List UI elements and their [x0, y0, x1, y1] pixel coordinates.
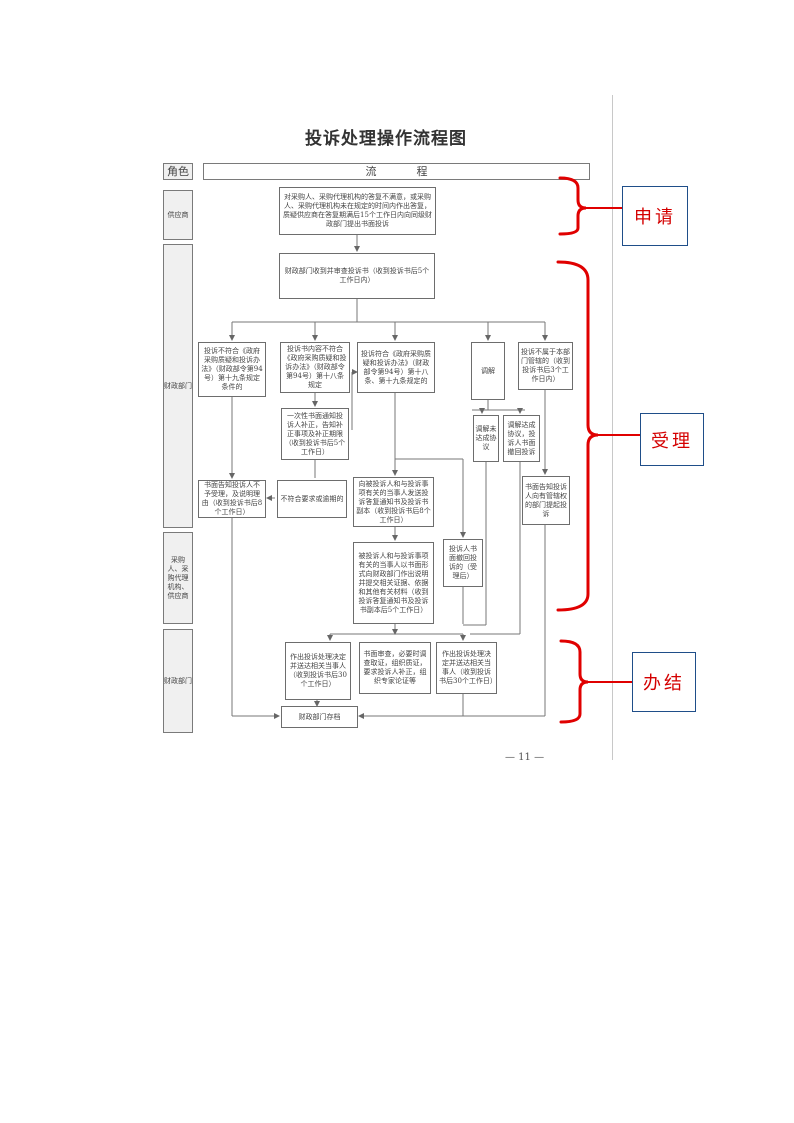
step-branch-qualified: 投诉符合《政府采购质疑和投诉办法》（财政部令第94号）第十八条、第十九条规定的 [357, 342, 435, 393]
step-branch-not-qualified: 投诉不符合《政府采购质疑和投诉办法》（财政部令第94号）第十九条规定条件的 [198, 342, 266, 397]
step-review: 书面审查，必要时调查取证，组织质证，要求投诉人补正，组织专家论证等 [359, 642, 431, 694]
step-overdue: 不符合要求或逾期的 [277, 480, 347, 518]
stage-accept: 受理 [640, 413, 704, 466]
process-header: 流程 [203, 163, 590, 180]
step-transfer-notice: 书面告知投诉人向有管辖权的部门提起投诉 [522, 476, 570, 525]
diagram-title: 投诉处理操作流程图 [305, 129, 467, 149]
step-mediate: 调解 [471, 342, 505, 400]
role-supplier: 供应商 [163, 190, 193, 240]
page-edge-divider [612, 95, 613, 760]
step-apply: 对采购人、采购代理机构的答复不满意，或采购人、采购代理机构未在规定的时间内作出答… [279, 187, 436, 235]
step-archive: 财政部门存档 [281, 706, 358, 728]
step-branch-not-jurisdiction: 投诉不属于本部门管辖的（收到投诉书后3个工作日内） [518, 342, 573, 390]
step-branch-content-invalid: 投诉书内容不符合《政府采购质疑和投诉办法》（财政部令第94号）第十八条规定 [280, 342, 350, 393]
step-respondent-reply: 被投诉人和与投诉事项有关的当事人以书面形式向财政部门作出说明并提交相关证据、依据… [353, 542, 434, 624]
role-header: 角色 [163, 163, 193, 180]
step-send-copy: 向被投诉人和与投诉事项有关的当事人发送投诉答复通知书及投诉书副本（收到投诉书后8… [353, 477, 434, 527]
role-involved-parties: 采购人、采购代理机构、供应商 [163, 532, 193, 624]
page-number: — 11 — [505, 752, 545, 763]
step-receive: 财政部门收到并审查投诉书（收到投诉书后5个工作日内） [279, 253, 435, 299]
stage-conclude: 办结 [632, 652, 696, 712]
role-finance-end: 财政部门 [163, 629, 193, 733]
step-notify-supplement: 一次性书面通知投诉人补正，告知补正事项及补正期限（收到投诉书后5个工作日） [281, 408, 349, 460]
step-mediate-success: 调解达成协议，投诉人书面撤回投诉 [503, 415, 540, 462]
role-finance: 财政部门 [163, 244, 193, 528]
stage-connectors [586, 207, 640, 683]
step-reject-notice: 书面告知投诉人不予受理，及说明理由（收到投诉书后8个工作日） [198, 480, 266, 518]
step-decision-2: 作出投诉处理决定并送达相关当事人（收到投诉书后30个工作日） [436, 642, 497, 694]
step-decision-1: 作出投诉处理决定并送达相关当事人（收到投诉书后30个工作日） [285, 642, 351, 700]
stage-brackets [556, 176, 599, 724]
step-withdraw: 投诉人书面撤回投诉的（受理后） [443, 539, 483, 587]
step-mediate-fail: 调解未达成协议 [473, 415, 499, 462]
stage-apply: 申请 [622, 186, 688, 246]
